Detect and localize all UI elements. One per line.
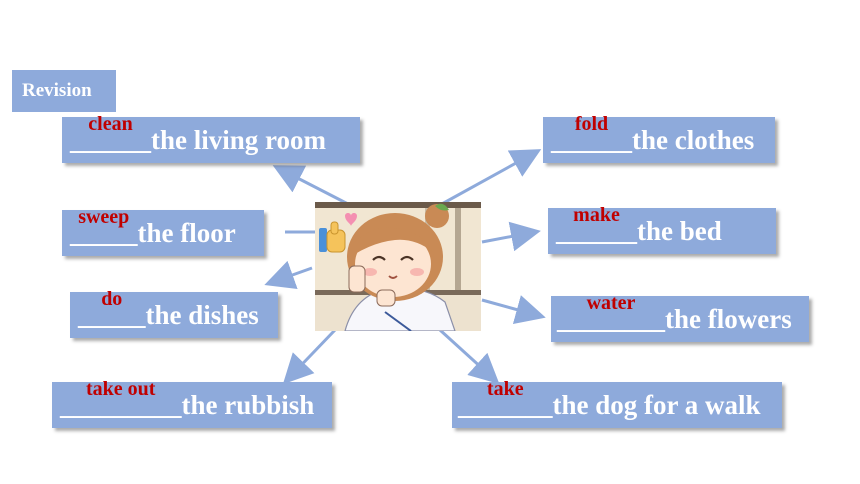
arrow-clean [272,165,351,207]
phrase-text: the dishes [145,299,259,330]
cartoon-girl-image [315,202,481,331]
arrow-water [481,295,546,325]
phrase-text: the bed [637,215,722,246]
revision-label: Revision [12,70,116,112]
answer-blank: _______take [458,377,553,420]
answer-blank: ______fold [551,112,632,155]
answer-blank: ______make [556,203,637,246]
phrase-card-sweep: _____sweep the floor [62,205,264,256]
arrow-take [438,328,500,385]
answer-blank: ______clean [70,112,151,155]
answer-text: fold [574,112,609,135]
answer-text: sweep [78,205,130,228]
phrase-text: the floor [137,217,236,248]
arrow-make [481,221,541,252]
answer-blank: _____do [78,287,146,330]
phrase-card-take-out: _________take out the rubbish [52,377,332,428]
phrase-text: the living room [151,124,326,155]
phrase-text: the dog for a walk [552,389,761,420]
answer-blank: _________take out [60,377,182,420]
answer-text: clean [88,112,133,135]
arrow-do [264,260,313,290]
answer-blank: ________water [557,291,665,334]
arrow-fold [439,149,542,207]
phrase-text: the clothes [632,124,755,155]
answer-text: make [573,203,620,226]
thumbs-up-icon [319,221,346,253]
phrase-card-water: ________water the flowers [551,291,809,342]
answer-text: water [586,291,636,314]
heart-icon [345,213,357,226]
answer-text: take [486,377,524,400]
answer-blank: _____sweep [70,205,138,248]
answer-text: take out [86,377,156,400]
answer-text: do [101,287,123,310]
phrase-text: the rubbish [181,389,315,420]
phrase-card-take: _______take the dog for a walk [452,377,782,428]
phrase-text: the flowers [665,303,792,334]
arrow-take-out [282,328,337,385]
